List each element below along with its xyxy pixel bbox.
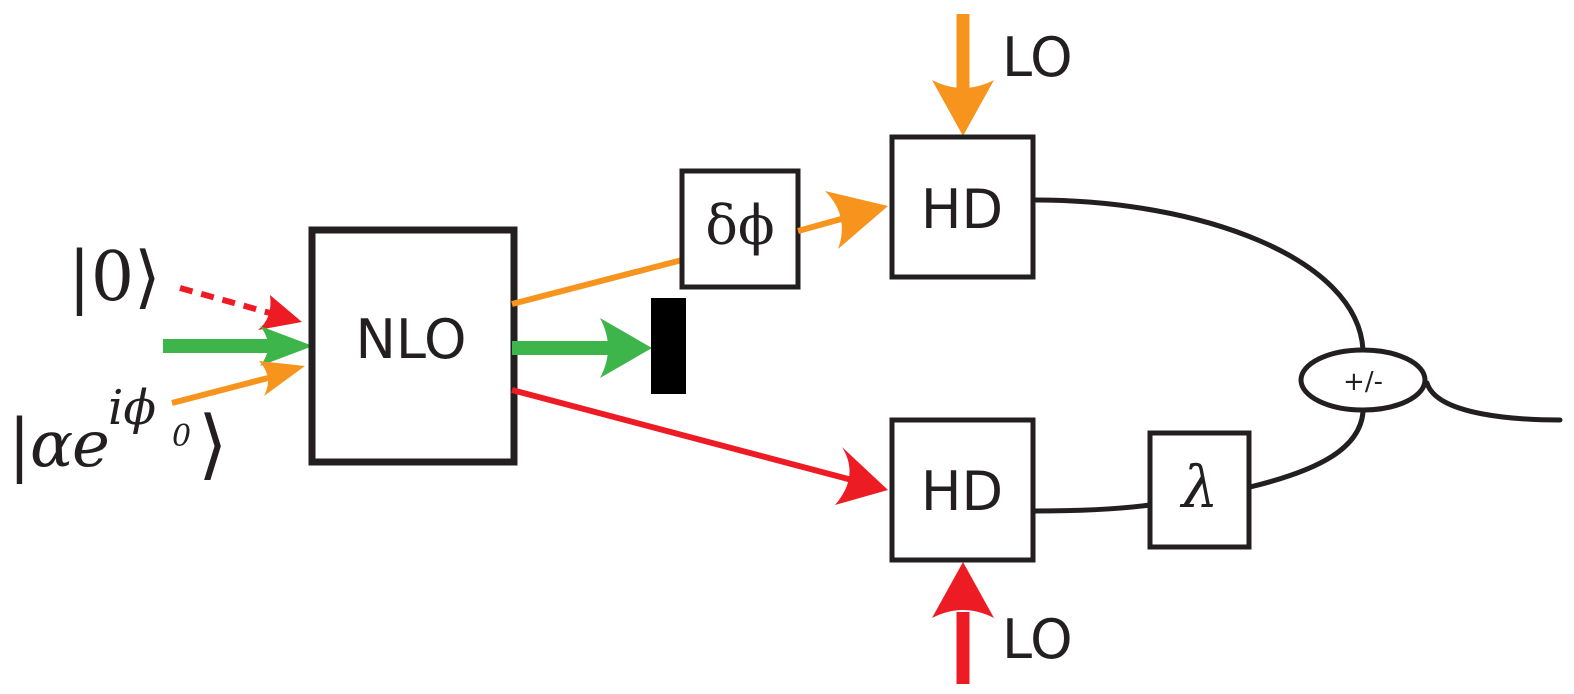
coherent-alpha-symbol: α — [30, 408, 73, 482]
beam-block-icon — [651, 298, 686, 394]
top-homodyne-detector-box — [889, 134, 1036, 280]
phase-shifter-box — [679, 168, 801, 290]
gain-label: λ — [1180, 453, 1219, 521]
bottom-local-oscillator-arrowhead-icon — [932, 562, 994, 618]
top-homodyne-detector-label: HD — [921, 178, 1003, 241]
nlo-box — [308, 226, 518, 466]
sum-difference-combiner — [1298, 347, 1428, 413]
pump-input-arrowhead-icon — [260, 326, 313, 366]
idler-arrowhead-icon — [835, 447, 888, 505]
sum-difference-combiner-label: +/- — [1343, 367, 1383, 397]
bottom-detector-signal-wire — [1032, 502, 1153, 514]
vacuum-input-beam — [179, 285, 271, 316]
bottom-homodyne-detector-box — [889, 417, 1036, 563]
gain-to-combiner-wire — [1247, 409, 1366, 490]
pump-output-arrowhead-icon — [600, 318, 652, 378]
vacuum-state-label: |0⟩ — [68, 238, 161, 317]
top-local-oscillator-label: LO — [1002, 26, 1073, 89]
combiner-output-wire — [1424, 380, 1563, 423]
coherent-exponent-subscript: 0 — [172, 419, 191, 454]
coherent-ket-symbol: ⟩ — [198, 399, 228, 488]
coherent-state-label: | α e iϕ 0 ⟩ — [8, 380, 228, 488]
nlo-label: NLO — [355, 308, 466, 371]
seed-input-arrowhead-icon — [259, 361, 305, 396]
bottom-local-oscillator-label: LO — [1002, 608, 1073, 671]
phase-shifter-label: δϕ — [705, 194, 774, 257]
signal-beam-to-phase-shifter — [511, 257, 683, 307]
coherent-bra-symbol: | — [8, 406, 31, 485]
top-detector-signal-wire — [1032, 197, 1366, 353]
bottom-homodyne-detector-label: HD — [921, 460, 1003, 523]
idler-beam-to-detector — [511, 387, 853, 483]
signal-arrowhead-icon — [825, 191, 888, 249]
top-local-oscillator-arrowhead-icon — [932, 80, 994, 136]
gain-box — [1147, 430, 1252, 550]
coherent-exponent: iϕ — [108, 380, 156, 436]
coherent-e-symbol: e — [72, 408, 110, 482]
vacuum-input-arrowhead-icon — [258, 295, 302, 330]
seed-input-beam — [171, 375, 269, 406]
